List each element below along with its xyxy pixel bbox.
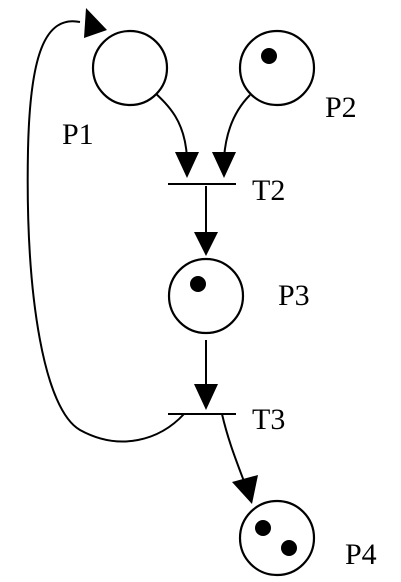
place-p2 bbox=[238, 29, 316, 107]
place-p1-label: P1 bbox=[62, 118, 94, 151]
tokens-layer bbox=[190, 48, 297, 556]
place-p4-label: P4 bbox=[345, 538, 377, 571]
place-p4 bbox=[238, 499, 316, 577]
arc-p1-t2 bbox=[151, 89, 188, 159]
place-p2-label: P2 bbox=[325, 91, 357, 124]
token-p2-1 bbox=[261, 48, 277, 64]
token-p3-1 bbox=[190, 276, 206, 292]
arc-p2-t2 bbox=[223, 94, 251, 159]
transition-t3-label: T3 bbox=[252, 403, 285, 436]
place-p3-label: P3 bbox=[278, 279, 310, 312]
token-p4-2 bbox=[281, 540, 297, 556]
arc-t3-p4 bbox=[221, 413, 246, 485]
arrowhead-p3-t3 bbox=[194, 384, 218, 410]
arrowhead-p1-t2 bbox=[175, 152, 199, 178]
arrowhead-p2-t2 bbox=[212, 152, 236, 178]
arrowhead-t3-p4 bbox=[232, 475, 258, 504]
token-p4-1 bbox=[255, 520, 271, 536]
arrowhead-t2-p3 bbox=[194, 232, 218, 256]
arrowhead-t3-p1 bbox=[84, 8, 107, 38]
place-p3 bbox=[167, 257, 245, 335]
arc-t3-p1 bbox=[26, 20, 185, 443]
transition-t2-label: T2 bbox=[252, 174, 285, 207]
place-p1 bbox=[91, 29, 169, 107]
